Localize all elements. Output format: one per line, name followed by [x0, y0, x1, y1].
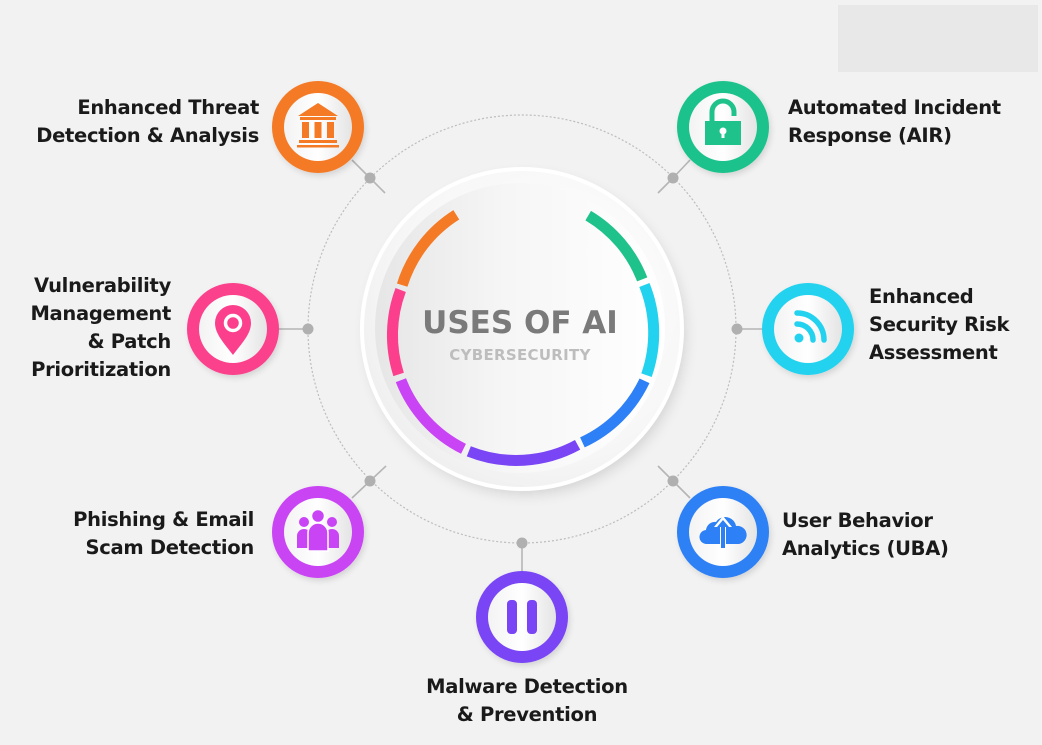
label-line: Phishing & Email — [73, 508, 254, 531]
badge-malware-detection — [476, 571, 568, 663]
segmented-progress-ring — [386, 210, 660, 466]
cloud-upload-icon — [699, 516, 747, 548]
label-security-risk: Enhanced Security Risk Assessment — [869, 283, 1010, 367]
badge-phishing-detection — [272, 486, 364, 578]
badge-security-risk — [762, 283, 854, 375]
connector-dots — [302, 172, 743, 549]
open-padlock-icon — [705, 98, 741, 145]
label-line: Scam Detection — [85, 536, 255, 559]
rss-feed-icon — [794, 310, 827, 343]
label-line: & Prevention — [456, 703, 598, 726]
pause-icon — [507, 600, 537, 634]
badge-vulnerability-management — [187, 283, 279, 375]
label-line: Assessment — [869, 341, 998, 364]
user-group-icon — [297, 508, 339, 552]
bank-building-icon — [297, 103, 339, 148]
label-line: Analytics (UBA) — [782, 537, 949, 560]
badge-user-behavior — [677, 486, 769, 578]
label-line: Detection & Analysis — [36, 124, 259, 147]
label-phishing-detection: Phishing & Email Scam Detection — [73, 506, 254, 562]
label-line: & Patch — [87, 330, 172, 353]
label-threat-detection: Enhanced Threat Detection & Analysis — [36, 94, 259, 150]
label-line: Response (AIR) — [788, 124, 952, 147]
label-malware-detection: Malware Detection & Prevention — [372, 673, 682, 729]
center-disc — [360, 167, 684, 491]
label-line: Enhanced — [869, 285, 974, 308]
label-line: Prioritization — [31, 358, 171, 381]
blank-banner-area — [838, 5, 1038, 72]
map-pin-icon — [215, 305, 251, 355]
label-incident-response: Automated Incident Response (AIR) — [788, 94, 1001, 150]
label-line: Security Risk — [869, 313, 1010, 336]
label-vulnerability-management: Vulnerability Management & Patch Priorit… — [30, 272, 171, 384]
badge-incident-response — [677, 81, 769, 173]
badge-threat-detection — [272, 81, 364, 173]
label-line: Automated Incident — [788, 96, 1001, 119]
label-line: Vulnerability — [34, 274, 171, 297]
label-line: Management — [30, 302, 171, 325]
center-subtitle: CYBERSECURITY — [449, 346, 591, 364]
label-line: Malware Detection — [426, 675, 628, 698]
center-title: USES OF AI — [422, 305, 618, 341]
label-line: Enhanced Threat — [77, 96, 259, 119]
label-line: User Behavior — [782, 509, 933, 532]
label-user-behavior: User Behavior Analytics (UBA) — [782, 507, 949, 563]
